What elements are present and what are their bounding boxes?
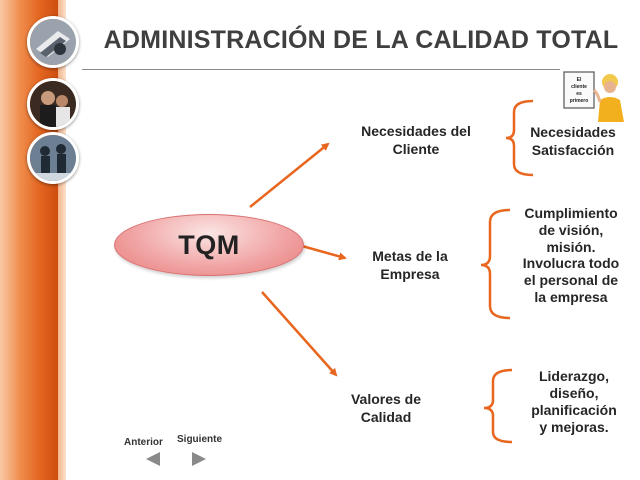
branch-label-line: Empresa bbox=[380, 265, 440, 282]
right-arrow-icon[interactable] bbox=[192, 452, 206, 466]
branch-label-line: Calidad bbox=[360, 408, 412, 425]
left-arrow-icon[interactable] bbox=[146, 452, 160, 466]
tqm-ellipse: TQM bbox=[114, 214, 304, 276]
customer-sign-line: primero bbox=[570, 98, 589, 104]
next-label: Siguiente bbox=[177, 434, 223, 445]
branch-label-line: Cliente bbox=[392, 140, 440, 157]
detail-line: y mejoras. bbox=[539, 419, 609, 436]
detail-line: el personal de bbox=[523, 272, 619, 289]
photo-icon bbox=[27, 78, 79, 130]
detail-line: Involucra todo bbox=[522, 255, 620, 272]
customer-photo-icon: El cliente es primero bbox=[560, 68, 628, 122]
customer-sign-line: El bbox=[577, 77, 582, 83]
detail-line: Satisfacción bbox=[531, 141, 615, 158]
photo-icon bbox=[27, 16, 79, 68]
detail-line: planificación bbox=[531, 402, 617, 419]
arrow-to-goals bbox=[301, 244, 347, 261]
title-divider bbox=[82, 69, 620, 70]
detail-values: Liderazgo, diseño, planificación y mejor… bbox=[516, 368, 632, 436]
detail-line: misión. bbox=[546, 238, 596, 255]
page-title: ADMINISTRACIÓN DE LA CALIDAD TOTAL bbox=[103, 26, 619, 54]
detail-line: de visión, bbox=[538, 221, 604, 238]
detail-goals: Cumplimiento de visión, misión. Involucr… bbox=[508, 205, 634, 306]
tqm-label: TQM bbox=[178, 229, 240, 260]
detail-line: Necesidades bbox=[530, 124, 616, 140]
detail-line: Cumplimiento bbox=[524, 205, 618, 221]
customer-sign-line: cliente bbox=[571, 84, 587, 90]
branch-label-line: Valores de bbox=[350, 391, 422, 407]
customer-sign-line: es bbox=[576, 91, 582, 97]
arrow-to-values bbox=[261, 291, 338, 377]
arrow-to-needs bbox=[249, 142, 330, 208]
branch-label-goals: Metas de la Empresa bbox=[348, 248, 472, 283]
branch-label-line: Metas de la bbox=[372, 248, 448, 264]
prev-label: Anterior bbox=[124, 437, 163, 448]
detail-line: diseño, bbox=[549, 385, 599, 402]
detail-needs: Necesidades Satisfacción bbox=[514, 124, 632, 159]
detail-line: la empresa bbox=[534, 288, 608, 305]
brace-goals bbox=[480, 208, 511, 320]
sidebar-stripe bbox=[58, 0, 66, 480]
branch-label-values: Valores de Calidad bbox=[330, 391, 442, 426]
brace-needs bbox=[505, 99, 534, 177]
photo-icon bbox=[27, 132, 79, 184]
branch-label-line: Necesidades del bbox=[361, 123, 471, 139]
brace-values bbox=[483, 368, 513, 444]
detail-line: Liderazgo, bbox=[538, 368, 609, 384]
branch-label-needs: Necesidades del Cliente bbox=[338, 123, 494, 158]
